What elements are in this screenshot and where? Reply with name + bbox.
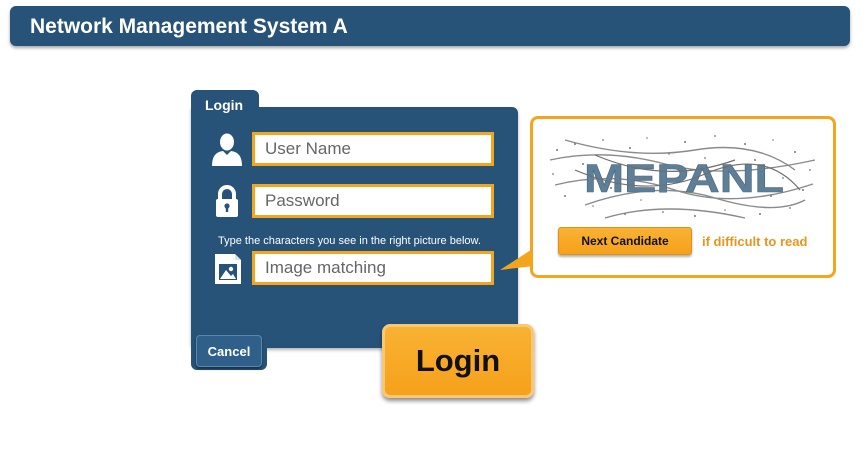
username-input[interactable] bbox=[252, 132, 494, 166]
header-bar: Network Management System A bbox=[10, 6, 850, 46]
login-button[interactable]: Login bbox=[382, 324, 534, 398]
captcha-text: MEPANL bbox=[584, 157, 784, 201]
user-icon bbox=[212, 133, 242, 166]
password-input[interactable] bbox=[252, 184, 494, 218]
captcha-hint: Type the characters you see in the right… bbox=[218, 235, 481, 247]
lock-icon bbox=[216, 185, 238, 217]
image-matching-input[interactable] bbox=[252, 251, 494, 285]
captcha-image: MEPANL bbox=[549, 135, 816, 219]
cancel-button[interactable]: Cancel bbox=[196, 335, 262, 367]
difficult-to-read-text: if difficult to read bbox=[702, 234, 808, 249]
login-tab-label: Login bbox=[205, 97, 244, 113]
image-icon bbox=[215, 254, 241, 284]
callout-arrow bbox=[500, 248, 534, 270]
app-title: Network Management System A bbox=[30, 15, 348, 38]
next-candidate-button[interactable]: Next Candidate bbox=[558, 227, 692, 255]
login-tab: Login bbox=[191, 90, 259, 118]
